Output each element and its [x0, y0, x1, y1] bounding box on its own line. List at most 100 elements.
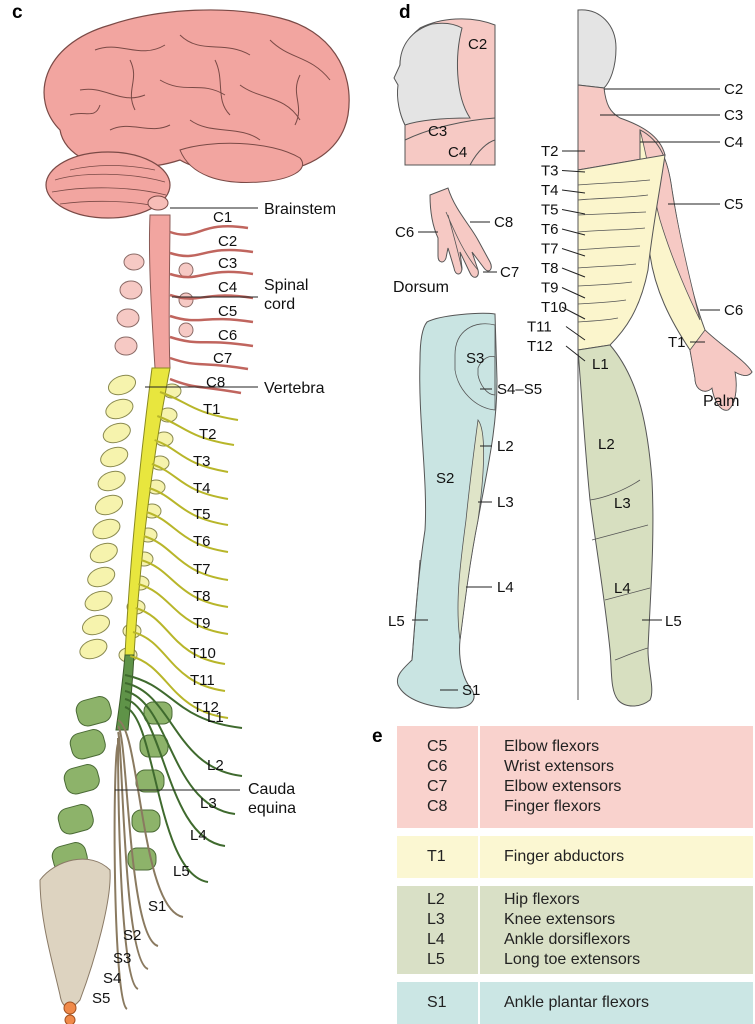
nerve-root — [170, 358, 248, 369]
body-l3-label: L3 — [614, 495, 631, 512]
muscle-text: Finger flexors — [504, 797, 601, 817]
level-text: T1 — [427, 847, 446, 867]
nerve-root — [170, 337, 253, 346]
level-text: S1 — [427, 993, 447, 1013]
nerve-label-l5: L5 — [173, 863, 190, 880]
level-text: L5 — [427, 950, 445, 970]
body-l5-label: L5 — [665, 613, 682, 630]
nerve-label-c5: C5 — [218, 303, 237, 320]
muscle-cell: Finger abductors — [478, 836, 753, 878]
body-t7-label: T7 — [541, 241, 559, 258]
vertebra-label: Vertebra — [264, 380, 325, 397]
nerve-label-l4: L4 — [190, 827, 207, 844]
level-text: L2 — [427, 890, 445, 910]
equina-label: equina — [248, 800, 296, 817]
head-c3-label: C3 — [428, 123, 447, 140]
lumbar-vertebra-body — [74, 694, 114, 728]
thoracic-vertebra-body — [101, 420, 133, 446]
leg-s3-label: S3 — [466, 350, 484, 367]
head-c2-label: C2 — [468, 36, 487, 53]
hand-c7-label: C7 — [500, 264, 519, 281]
nerve-label-t11: T11 — [190, 672, 215, 689]
leg-s4s5-label: S4–S5 — [497, 381, 542, 398]
nerve-label-c6: C6 — [218, 327, 237, 344]
muscle-text: Wrist extensors — [504, 757, 614, 777]
nerve-label-s4: S4 — [103, 970, 121, 987]
muscle-cell: Ankle plantar flexors — [478, 982, 753, 1024]
hand-c6-label: C6 — [395, 224, 414, 241]
body-c2-label: C2 — [724, 81, 743, 98]
level-text: C8 — [427, 797, 447, 817]
thoracic-vertebra-body — [77, 636, 109, 662]
nerve-label-t4: T4 — [193, 480, 211, 497]
body-c5-label: C5 — [724, 196, 743, 213]
nerve-root — [125, 683, 242, 776]
body-t6-label: T6 — [541, 221, 559, 238]
nerve-label-t5: T5 — [193, 506, 211, 523]
nerve-label-s5: S5 — [92, 990, 110, 1007]
body-t9-label: T9 — [541, 280, 559, 297]
thoracic-vertebra-body — [90, 516, 122, 542]
thoracic-vertebra-body — [103, 396, 135, 422]
nerve-label-l1: L1 — [207, 709, 224, 726]
nerve-label-t3: T3 — [193, 453, 211, 470]
muscle-cell: Hip flexorsKnee extensorsAnkle dorsiflex… — [478, 886, 753, 974]
muscle-text: Finger abductors — [504, 847, 624, 867]
palm-label: Palm — [703, 393, 739, 410]
level-text: C5 — [427, 737, 447, 757]
spinal-label: Spinal — [264, 277, 308, 294]
lumbar-vertebra-process — [136, 770, 164, 792]
thoracic-vertebra-body — [95, 468, 127, 494]
nerve-label-t9: T9 — [193, 615, 211, 632]
nerve-label-c3: C3 — [218, 255, 237, 272]
nerve-root — [141, 560, 228, 607]
nerve-label-c4: C4 — [218, 279, 237, 296]
level-text: L3 — [427, 910, 445, 930]
hand-dermatome: C6 C8 C7 Dorsum — [393, 188, 519, 296]
nerve-root — [147, 512, 229, 552]
leg-l2-label: L2 — [497, 438, 514, 455]
body-t12-label: T12 — [527, 338, 553, 355]
nerve-label-c8: C8 — [206, 374, 225, 391]
nerve-label-l3: L3 — [200, 795, 217, 812]
thoracic-vertebra-body — [106, 372, 138, 398]
body-dermatome: C2 C3 C4 C5 C6 T1 Palm L1 L2 L3 L4 L5 T2… — [527, 10, 752, 706]
thoracic-vertebra-body — [88, 540, 120, 566]
muscle-text: Ankle plantar flexors — [504, 993, 649, 1013]
body-l2-label: L2 — [598, 436, 615, 453]
cord-label: cord — [264, 296, 295, 313]
body-t5-label: T5 — [541, 202, 559, 219]
leg-dermatome: S3 S4–S5 L2 S2 L3 L4 L5 S1 — [388, 313, 542, 708]
nerve-label-t6: T6 — [193, 533, 211, 550]
leg-s1-label: S1 — [462, 682, 480, 699]
nerve-root — [170, 250, 253, 256]
leg-s2-label: S2 — [436, 470, 454, 487]
nerve-label-c2: C2 — [218, 233, 237, 250]
level-cell: T1 — [397, 836, 475, 878]
muscle-text: Elbow flexors — [504, 737, 599, 757]
table-row: C5C6C7C8Elbow flexorsWrist extensorsElbo… — [397, 726, 753, 828]
lumbar-vertebra-body — [62, 762, 102, 796]
thoracic-vertebra-body — [80, 612, 112, 638]
head-c4-label: C4 — [448, 144, 467, 161]
body-t3-label: T3 — [541, 163, 559, 180]
cauda-label: Cauda — [248, 781, 295, 798]
brain-illustration — [44, 10, 349, 218]
level-text: C7 — [427, 777, 447, 797]
nerve-label-c1: C1 — [213, 209, 232, 226]
muscle-text: Hip flexors — [504, 890, 580, 910]
body-t1-label: T1 — [668, 334, 686, 351]
level-text: C6 — [427, 757, 447, 777]
body-t11-label: T11 — [527, 319, 552, 336]
muscle-text: Ankle dorsiflexors — [504, 930, 630, 950]
lumbar-vertebra-process — [132, 810, 160, 832]
muscle-text: Knee extensors — [504, 910, 615, 930]
body-l4-label: L4 — [614, 580, 631, 597]
head-dermatome: C2 C3 C4 — [394, 19, 495, 165]
thoracic-vertebra-body — [85, 564, 117, 590]
level-cell: S1 — [397, 982, 475, 1024]
